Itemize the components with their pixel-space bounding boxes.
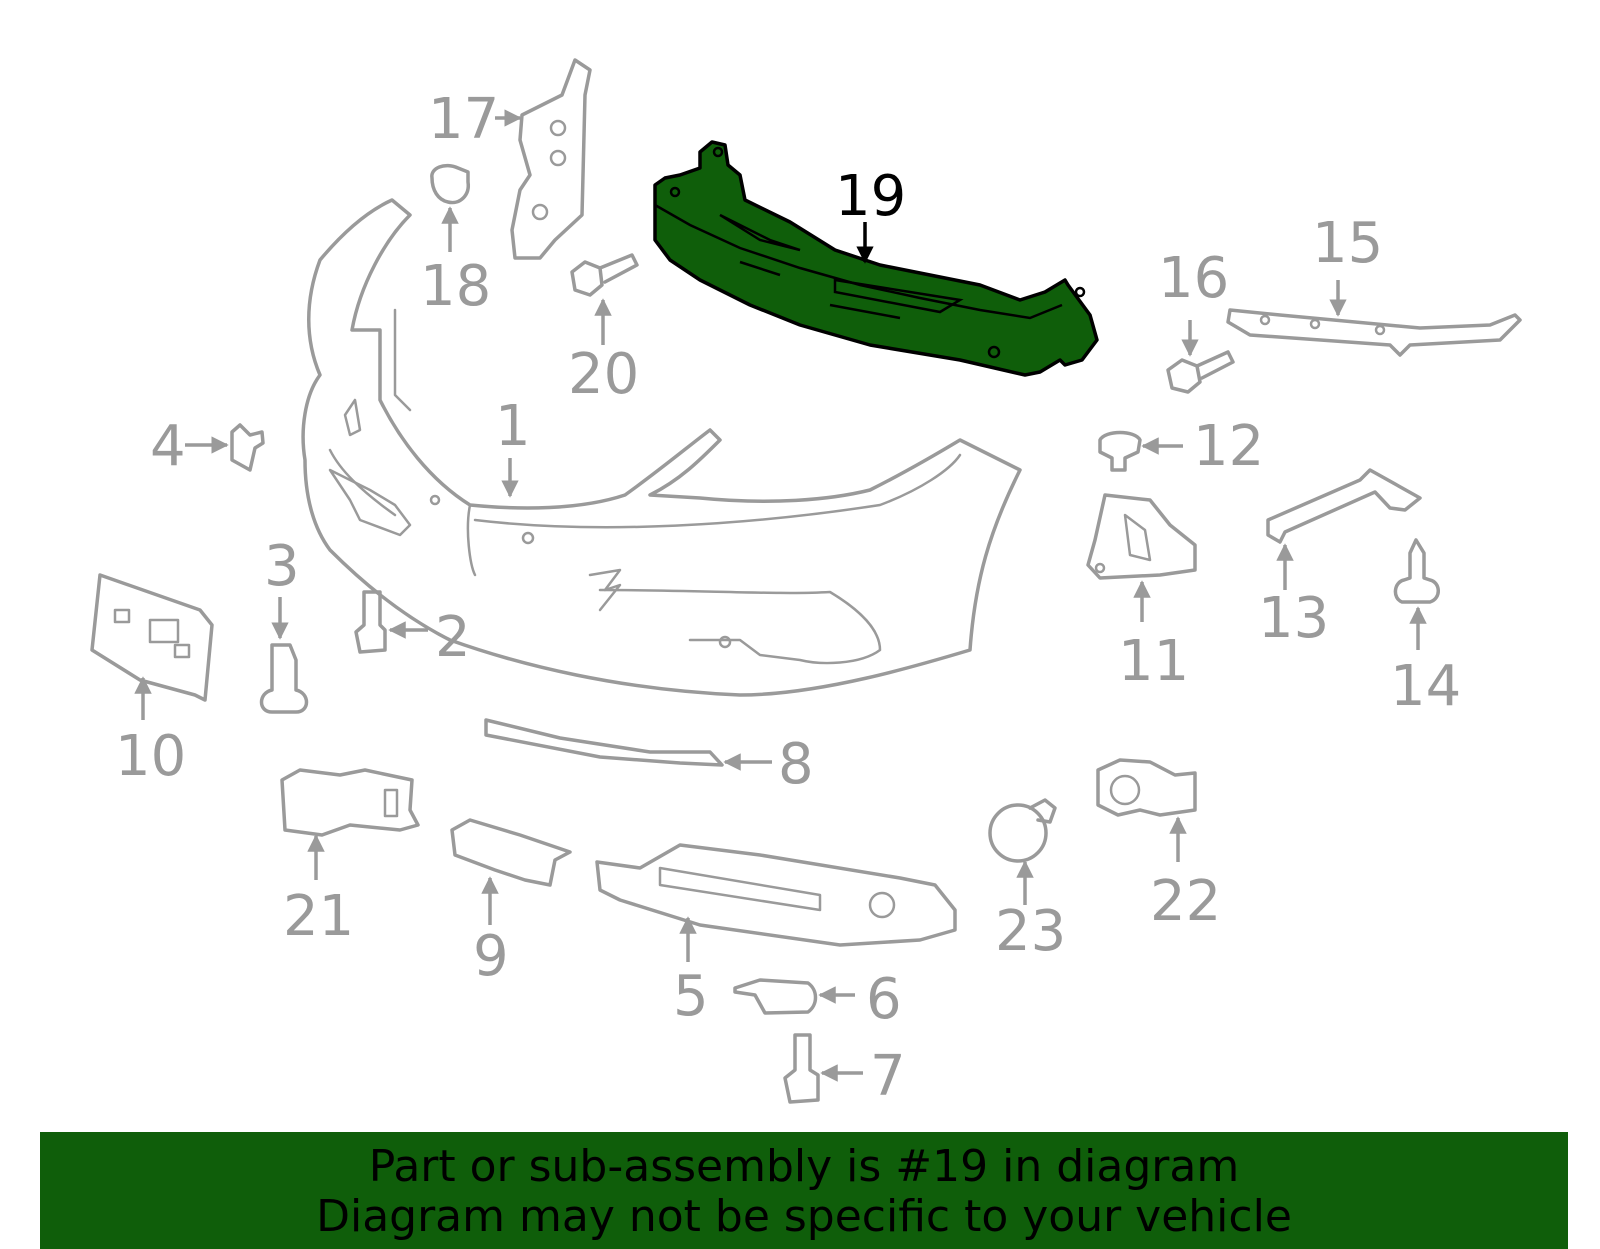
callout-1: 1 <box>495 394 531 459</box>
bracket-part-17 <box>510 58 592 260</box>
bracket-part-13 <box>1266 468 1422 544</box>
bolt-part-16 <box>1166 350 1235 394</box>
bracket-part-9 <box>450 818 572 887</box>
callout-5: 5 <box>673 964 709 1029</box>
callout-9: 9 <box>473 924 509 989</box>
callout-6: 6 <box>866 967 902 1032</box>
callout-labels: 17 18 20 19 15 16 12 11 13 14 4 1 3 2 10… <box>115 87 1461 1109</box>
callout-22: 22 <box>1150 869 1221 934</box>
callout-3: 3 <box>264 534 300 599</box>
callout-20: 20 <box>568 342 639 407</box>
banner-line-1: Part or sub-assembly is #19 in diagram <box>368 1141 1240 1192</box>
bracket-part-15 <box>1226 308 1522 357</box>
callout-18: 18 <box>420 254 491 319</box>
callout-14: 14 <box>1390 654 1461 719</box>
callout-2: 2 <box>435 605 471 670</box>
callout-13: 13 <box>1258 586 1329 651</box>
callout-11: 11 <box>1118 629 1189 694</box>
bolt-part-2 <box>354 590 387 654</box>
info-banner: Part or sub-assembly is #19 in diagram D… <box>40 1132 1568 1249</box>
callout-8: 8 <box>778 732 814 797</box>
clip-part-12 <box>1098 430 1142 472</box>
callout-4: 4 <box>150 414 186 479</box>
pushpin-part-14 <box>1393 538 1440 604</box>
callout-21: 21 <box>283 884 354 949</box>
bracket-part-11 <box>1086 493 1197 580</box>
bolt-part-20 <box>570 253 639 297</box>
callout-10: 10 <box>115 724 186 789</box>
callout-12: 12 <box>1193 414 1264 479</box>
clip-part-18 <box>430 163 470 205</box>
sensor-part-22 <box>1096 758 1197 817</box>
sensor-part-23 <box>988 798 1057 863</box>
callout-15: 15 <box>1312 211 1383 276</box>
callout-17: 17 <box>428 87 499 152</box>
clip-part-4 <box>230 423 265 472</box>
bolt-part-7 <box>783 1033 820 1104</box>
callout-7: 7 <box>870 1044 906 1109</box>
leader-lines <box>134 109 1427 1082</box>
banner-line-2: Diagram may not be specific to your vehi… <box>316 1191 1292 1242</box>
callout-16: 16 <box>1158 246 1229 311</box>
clip-part-3 <box>259 643 309 714</box>
callout-19-highlighted: 19 <box>835 164 906 229</box>
bumper-reinforcement-part-19 <box>653 140 1099 377</box>
lower-grille-part-5 <box>595 843 957 947</box>
bumper-cover-part-1 <box>301 198 1022 697</box>
bracket-part-21 <box>280 768 420 837</box>
cover-part-6 <box>733 978 818 1015</box>
molding-part-8 <box>484 718 724 767</box>
license-bracket-part-10 <box>90 573 214 702</box>
callout-23: 23 <box>995 899 1066 964</box>
